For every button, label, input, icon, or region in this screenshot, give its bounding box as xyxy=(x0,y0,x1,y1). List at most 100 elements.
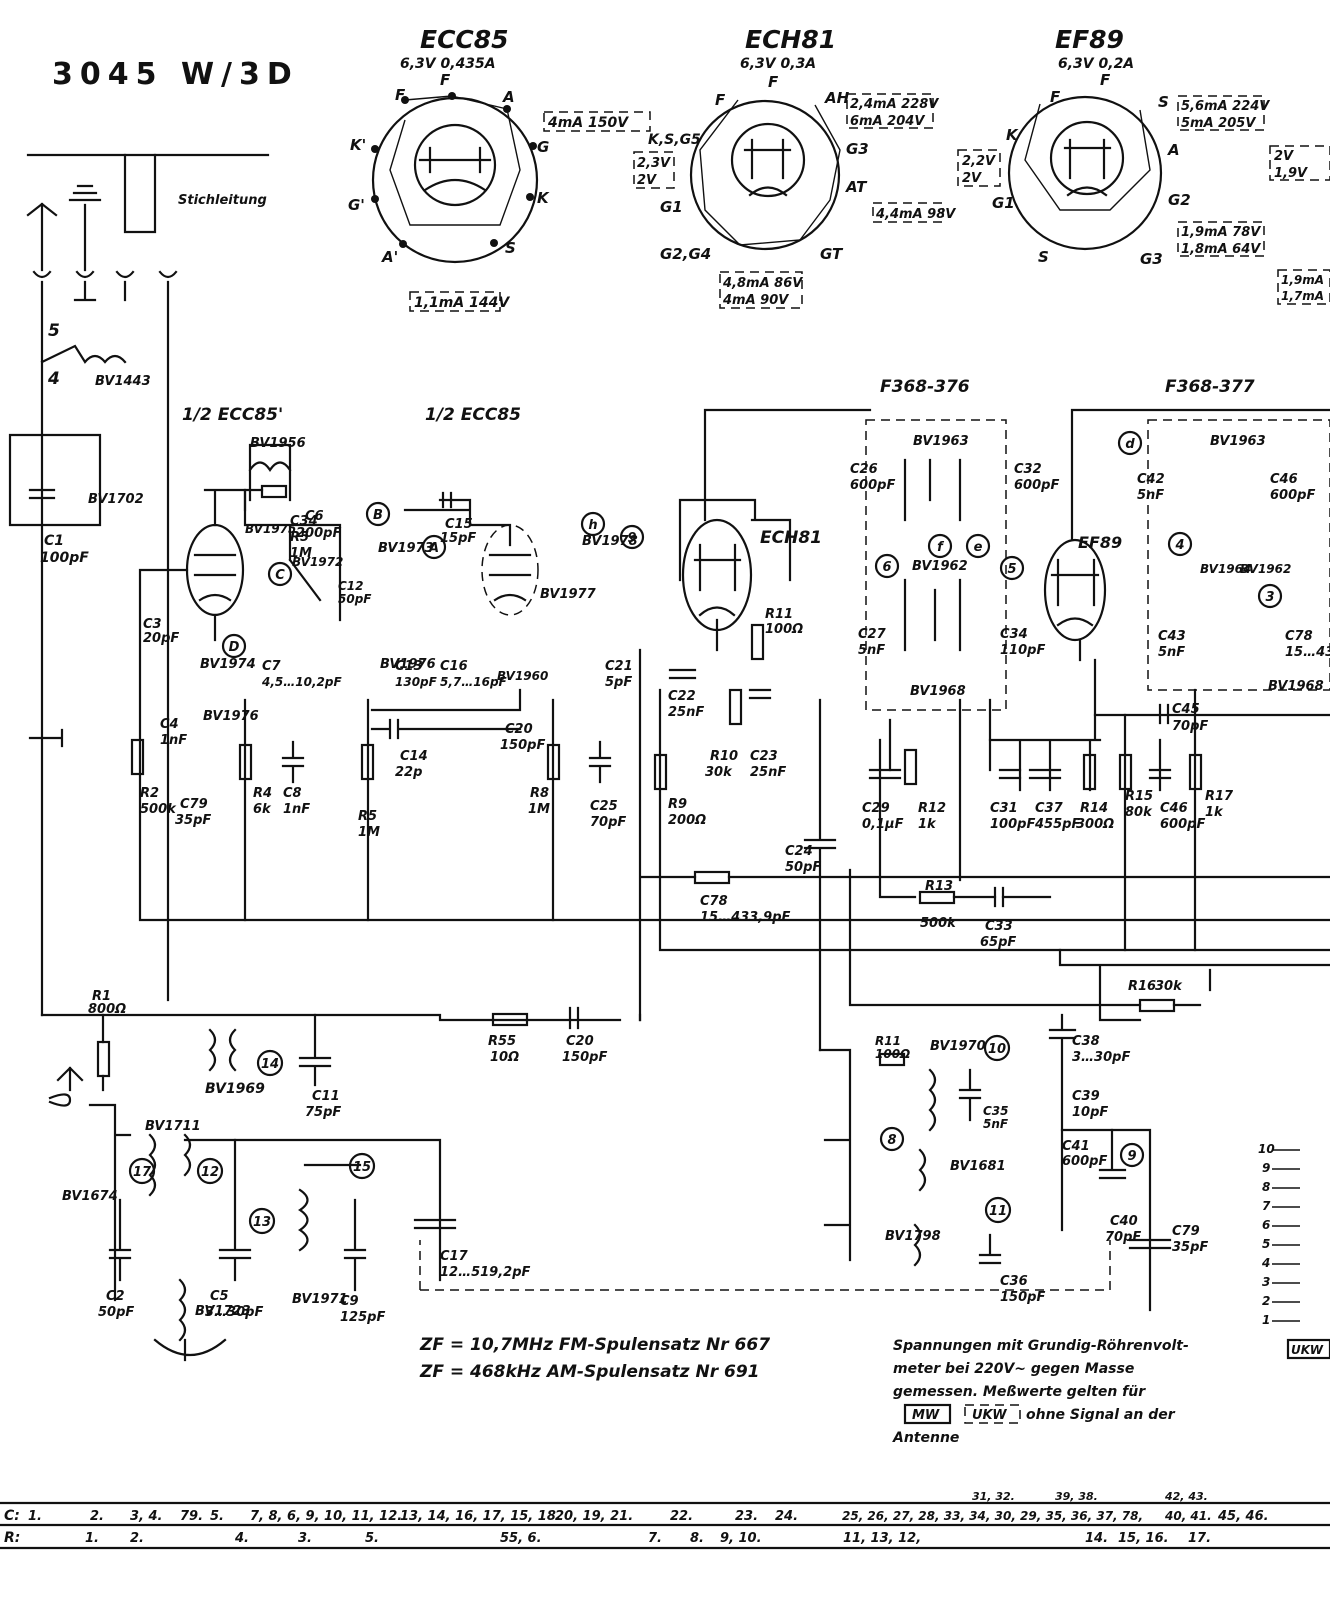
tube-rating: 6,3V 0,2A xyxy=(1058,56,1134,72)
capacitor-c42 xyxy=(1093,703,1330,725)
coil-label: BV1968 xyxy=(910,684,966,699)
section-label: 1/2 ECC85 xyxy=(425,405,521,425)
capacitor-c2 xyxy=(108,1198,132,1282)
rf-passives: R2 500k R4 6k C8 1nF R5 1M C14 22p R8 1M… xyxy=(130,688,626,922)
table-cell: 4. xyxy=(234,1531,249,1546)
pin-label: F xyxy=(440,71,451,89)
wire xyxy=(243,688,555,922)
comp-value: 3…30pF xyxy=(1072,1050,1130,1065)
marker-label: D xyxy=(229,640,240,655)
coil-label: BV1711 xyxy=(145,1119,201,1134)
coil-label: BV1968 xyxy=(1268,679,1324,694)
comp-value: 6k xyxy=(253,802,272,817)
comp-value: 5pF xyxy=(605,675,632,690)
comp-value: 1nF xyxy=(283,802,310,817)
tube-symbol xyxy=(481,524,539,616)
tube-electrodes xyxy=(1050,558,1100,662)
comp-ref: C36 xyxy=(1000,1274,1028,1289)
tube-electrodes xyxy=(418,146,492,192)
am-input-section: R1 800Ω BV1969 C11 75pF R55 10Ω C20 150p… xyxy=(40,989,642,1302)
capacitor-c9 xyxy=(298,1013,332,1087)
comp-value: 1M xyxy=(290,546,312,561)
pin-label: G2,G4 xyxy=(660,245,711,263)
comp-ref: R11 xyxy=(875,1034,901,1048)
comp-ref: C35 xyxy=(983,1104,1009,1118)
am-oscillator-section: BV1711 BV1674 BV1723 BV1971 C2 50pF C5 3… xyxy=(62,1119,1111,1362)
fm-oscillator-section: R11 100Ω BV1970 C35 5nF BV1681 BV1798 C3… xyxy=(818,1013,1208,1312)
resistor-r17 xyxy=(1188,753,1203,791)
comp-value: 1nF xyxy=(160,733,187,748)
comp-ref: C39 xyxy=(1072,1089,1100,1104)
comp-ref: R11 xyxy=(765,607,793,622)
comp-ref: R5 xyxy=(290,530,309,545)
capacitor-c43 xyxy=(1148,768,1172,780)
tuning-gang-link xyxy=(419,1240,1111,1291)
reading-box xyxy=(1277,269,1330,305)
table-cell: 15, 16. xyxy=(1118,1531,1169,1546)
marker-circle xyxy=(1167,531,1193,557)
comp-value: 500k xyxy=(140,802,177,817)
if-amp-ef89: BV1963 BV1964 BV1962 BV1968 C42 5nF C46 … xyxy=(848,408,1330,1022)
marker-label: h xyxy=(588,518,597,533)
marker-label: A xyxy=(428,541,439,556)
comp-ref: C26 xyxy=(850,462,878,477)
coil-label: BV1956 xyxy=(250,436,306,451)
coil-label: BV1975 xyxy=(245,522,296,536)
connector-number: 3 xyxy=(1262,1275,1270,1289)
comp-value: 100pF xyxy=(40,550,89,566)
voltage-reading: 2V xyxy=(1274,149,1294,164)
pin-label: GT xyxy=(820,245,844,263)
table-cell: 8. xyxy=(690,1531,704,1546)
reading-box xyxy=(957,149,1001,187)
tube-symbol xyxy=(185,523,245,617)
tube-symbol xyxy=(1043,538,1107,642)
coil-label: BV1969 xyxy=(205,1081,265,1097)
connector-number: 2 xyxy=(1262,1294,1270,1308)
comp-value: 30k xyxy=(1155,979,1183,994)
ukw-tag: UKW xyxy=(1291,1343,1324,1357)
voltage-reading: 1,7mA xyxy=(1281,289,1324,303)
pin-label: G1 xyxy=(992,194,1015,212)
pin-label: S xyxy=(1038,248,1049,266)
coil-label: BV1976 xyxy=(380,657,436,672)
comp-value: 25nF xyxy=(750,765,786,780)
section-label: EF89 xyxy=(1078,533,1122,552)
marker-circle xyxy=(874,553,900,579)
marker-label: 5 xyxy=(1007,562,1016,577)
tube-base-circle xyxy=(689,99,841,251)
connector-number: 10 xyxy=(1258,1142,1275,1156)
capacitor-c34 xyxy=(978,1233,1002,1265)
coils xyxy=(913,1148,927,1267)
table-cell: 31, 32. xyxy=(972,1490,1015,1503)
voltage-reading: 1,9V xyxy=(1274,166,1308,181)
comp-value: 12…519,2pF xyxy=(440,1265,531,1280)
wire xyxy=(888,698,992,882)
table-cell: 23. xyxy=(735,1509,758,1524)
comp-value: 15pF xyxy=(440,531,476,546)
comp-value: 5nF xyxy=(983,1117,1009,1131)
capacitor-c15 xyxy=(441,491,453,509)
legend-mw: MW xyxy=(912,1408,940,1423)
voltage-reading: 4,4mA 98V xyxy=(875,207,956,222)
capacitor-c8 xyxy=(281,740,305,784)
coil-label: BV1977 xyxy=(540,587,597,602)
marker-circle xyxy=(196,1157,224,1185)
mixer-ech81: R11 100Ω R10 30k C22 25nF C23 25nF R9 20… xyxy=(638,408,1330,1052)
comp-value: 5nF xyxy=(858,643,885,658)
capacitor-c19 xyxy=(588,740,612,784)
pin xyxy=(490,239,498,247)
pin-label: G' xyxy=(348,196,365,214)
measure-note-line: gemessen. Meßwerte gelten für xyxy=(893,1384,1146,1400)
comp-value: 5nF xyxy=(1158,645,1185,660)
comp-value: 15…433,9pF xyxy=(700,910,791,925)
marker-label: d xyxy=(1125,437,1135,452)
comp-value: 600pF xyxy=(1270,488,1315,503)
capacitor-c11 xyxy=(343,1198,367,1292)
tube-name: ECC85 xyxy=(420,25,509,54)
capacitor-c5 xyxy=(218,1138,252,1282)
ferrite-rod-icon xyxy=(48,1066,84,1107)
antenna-icon xyxy=(26,202,58,272)
marker-circle xyxy=(256,1049,284,1077)
shield-can xyxy=(865,419,1007,711)
table-cell: 1. xyxy=(28,1509,42,1524)
